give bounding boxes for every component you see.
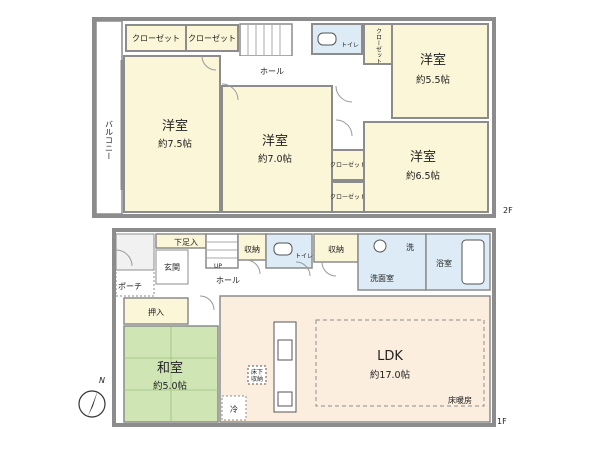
room-2f-7-0-name: 洋室: [262, 133, 288, 149]
balcony: [95, 20, 123, 215]
room-2f-7-5-name: 洋室: [162, 118, 188, 134]
sink-icon: [373, 239, 387, 253]
closet-2f-3-label: クローゼット: [375, 28, 382, 64]
underfloor-storage-label: 床下収納: [251, 368, 263, 383]
shoe-storage-label: 下足入: [174, 238, 198, 247]
japanese-room-area: 約5.0帖: [153, 380, 188, 392]
entrance-label: 玄関: [164, 262, 180, 272]
closet-2f-4: [331, 149, 365, 181]
closet-2f-1-label: クローゼット: [132, 33, 180, 43]
hall-1f-label: ホール: [216, 276, 240, 285]
porch: [115, 269, 155, 297]
stove-icon: [277, 391, 293, 407]
room-2f-7-5-area: 約7.5帖: [158, 138, 193, 150]
room-2f-5-5-name: 洋室: [420, 52, 446, 68]
oshiire: [123, 297, 189, 325]
room-2f-7-0: [221, 85, 333, 213]
storage-1f-label: 収納: [244, 244, 260, 254]
up-label: UP: [214, 263, 222, 270]
porch-label: ポーチ: [118, 282, 142, 291]
compass-label: N: [99, 376, 105, 385]
room-2f-6-5-area: 約6.5帖: [406, 170, 441, 182]
toilet-2f-label: トイレ: [341, 42, 359, 49]
ldk-name: LDK: [377, 349, 403, 364]
toilet-1f-label: トイレ: [295, 253, 313, 260]
japanese-room-name: 和室: [157, 360, 183, 376]
floor-heating-label: 床暖房: [448, 395, 472, 405]
closet-2f-3: [363, 23, 393, 65]
closet-2f-2-label: クローゼット: [188, 33, 236, 43]
fridge: [221, 395, 247, 421]
hall-2f-label: ホール: [260, 67, 284, 76]
toilet-1f-icon: [273, 242, 293, 256]
storage-1f: [237, 233, 267, 261]
oshiire-label: 押入: [148, 307, 164, 317]
washer-label: 洗: [406, 242, 414, 252]
compass-ring: [78, 390, 106, 418]
room-2f-6-5-name: 洋室: [410, 149, 436, 165]
balcony-label: バルコニー: [105, 120, 114, 160]
bathroom-label: 浴室: [436, 258, 452, 268]
closet-2f-5-label: クローゼット: [330, 193, 366, 201]
ldk-area: 約17.0帖: [370, 369, 411, 381]
entrance: [155, 249, 189, 285]
closet-2f-2: [185, 24, 239, 52]
closet-2f-5: [331, 181, 365, 213]
fridge-label: 冷: [230, 404, 238, 414]
underfloor-storage: [247, 365, 267, 385]
storage-1f-2: [313, 233, 359, 263]
floor-heating-area: [315, 319, 485, 407]
entrance-tiles: [115, 233, 155, 271]
room-2f-5-5-area: 約5.5帖: [416, 74, 451, 86]
room-2f-7-5: [123, 55, 221, 213]
washroom-label: 洗面室: [370, 273, 394, 283]
stairs-1f: [205, 233, 239, 269]
compass: N: [78, 376, 106, 418]
toilet-2f-icon: [317, 32, 337, 46]
hall-2f: [222, 56, 362, 82]
compass-arrow-icon: [88, 390, 98, 416]
room-2f-7-0-area: 約7.0帖: [258, 153, 293, 165]
room-2f-6-5: [363, 121, 489, 213]
washroom: [357, 233, 427, 291]
floor-2: バルコニー クローゼット クローゼット DN ホール トイレ クローゼット 洋室…: [92, 17, 513, 218]
floor1-label: 1F: [497, 417, 507, 426]
closet-2f-4-label: クローゼット: [330, 161, 366, 169]
floor2-label: 2F: [503, 206, 513, 215]
floor-1: ポーチ 下足入 玄関 UP ホール 収納 トイレ 収納 洗 洗面室: [112, 228, 507, 427]
storage-1f-2-label: 収納: [328, 244, 344, 254]
ldk: [219, 295, 491, 423]
kitchen-sink-icon: [277, 339, 293, 361]
bathtub-icon: [461, 239, 485, 285]
room-2f-5-5: [391, 23, 489, 119]
